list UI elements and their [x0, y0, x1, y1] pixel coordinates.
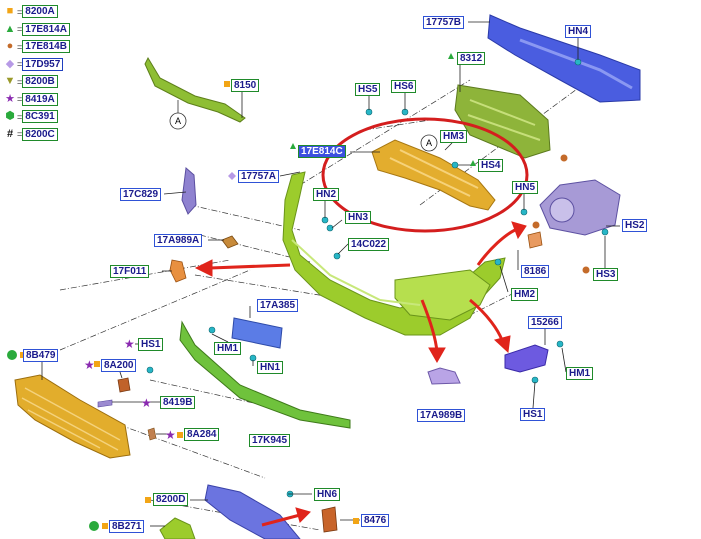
orange-square-icon: ■: [6, 5, 14, 18]
callout-hs5[interactable]: HS5: [355, 83, 381, 96]
lower-grille-8b479: [14, 374, 131, 459]
legend-code[interactable]: 17E814A: [22, 22, 70, 36]
bracket-17a989b: [427, 367, 461, 385]
view-letter: A: [426, 138, 432, 148]
green-hexagon-icon: ⬢: [5, 110, 15, 123]
lower-strip-8b271: [159, 517, 196, 539]
bumper-upper-support-bracket: [371, 139, 496, 211]
callout-17a989a[interactable]: 17A989A: [154, 234, 203, 247]
symbol-legend: ■ = 8200A ▲ = 17E814A ● = 17E814B ◆ = 17…: [3, 3, 83, 143]
callout-8a284[interactable]: 8A284: [184, 428, 220, 441]
bumper-cover: [282, 171, 506, 336]
callout-hs6[interactable]: HS6: [391, 80, 417, 93]
callout-hn6[interactable]: HN6: [314, 488, 341, 501]
clip-8a284: [147, 427, 157, 441]
callout-8150[interactable]: 8150: [231, 79, 260, 92]
callout-8419b[interactable]: 8419B: [160, 396, 196, 409]
legend-row: ▼ = 8200B: [3, 73, 83, 91]
view-a-marker-right: A: [420, 134, 438, 152]
fog-lamp-bezel-15266: [504, 344, 549, 373]
callout-hn5[interactable]: HN5: [512, 181, 539, 194]
callout-hs1[interactable]: HS1: [138, 338, 164, 351]
svg-text:★: ★: [141, 396, 152, 410]
view-a-marker-left: A: [169, 100, 187, 130]
red-arrows: [194, 221, 527, 527]
callout-hm2[interactable]: HM2: [511, 288, 539, 301]
legend-code[interactable]: 8419A: [22, 92, 58, 106]
callout-14c022[interactable]: 14C022: [348, 238, 390, 251]
brown-circle-icon: ●: [6, 40, 14, 53]
lower-grille-8200d: [204, 484, 301, 539]
view-letter: A: [175, 116, 181, 126]
callout-hm1-left[interactable]: HM1: [214, 342, 242, 355]
callout-markers: ★ ★ ★ ★: [7, 53, 590, 531]
callout-8b271[interactable]: 8B271: [109, 520, 145, 533]
svg-text:★: ★: [84, 358, 95, 372]
legend-row: # = 8200C: [3, 126, 83, 144]
callout-17757b[interactable]: 17757B: [423, 16, 465, 29]
leader-lines: [41, 21, 620, 527]
hash-icon: #: [6, 127, 14, 140]
legend-row: ★ = 8419A: [3, 91, 83, 109]
callout-17k945[interactable]: 17K945: [249, 434, 291, 447]
grille-upper-strip: [144, 56, 246, 123]
license-bracket-17a385: [231, 317, 283, 349]
callout-hn4[interactable]: HN4: [565, 25, 592, 38]
callout-hm3[interactable]: HM3: [440, 130, 468, 143]
callout-8b479[interactable]: 8B479: [23, 349, 59, 362]
legend-row: ⬢ = 8C391: [3, 108, 83, 126]
legend-row: ■ = 8200A: [3, 3, 83, 21]
side-trim-17c829: [181, 167, 197, 215]
legend-code[interactable]: 8200B: [22, 75, 58, 89]
legend-code[interactable]: 8C391: [22, 110, 58, 124]
callout-17757a[interactable]: 17757A: [238, 170, 280, 183]
callout-8476[interactable]: 8476: [361, 514, 390, 527]
legend-row: ● = 17E814B: [3, 38, 83, 56]
callout-hn1[interactable]: HN1: [257, 361, 284, 374]
upper-energy-absorber: [454, 84, 551, 159]
green-triangle-icon: ▲: [4, 22, 16, 35]
olive-triangle-down-icon: ▼: [4, 75, 16, 88]
callout-17e814c[interactable]: 17E814C: [298, 145, 346, 158]
callout-hs4[interactable]: HS4: [478, 159, 504, 172]
callout-17a989b[interactable]: 17A989B: [417, 409, 466, 422]
legend-code[interactable]: 17E814B: [22, 40, 70, 54]
highlight-ring: [321, 117, 529, 233]
svg-text:★: ★: [124, 337, 135, 351]
legend-row: ◆ = 17D957: [3, 56, 83, 74]
callout-8312[interactable]: 8312: [457, 52, 486, 65]
clip-8419b: [97, 399, 113, 408]
callout-8186[interactable]: 8186: [521, 265, 550, 278]
legend-code[interactable]: 8200A: [22, 5, 58, 19]
lower-grille-17k945: [179, 320, 351, 429]
callout-8200d[interactable]: 8200D: [153, 493, 189, 506]
purple-star-icon: ★: [5, 92, 15, 105]
callout-hn3[interactable]: HN3: [345, 211, 372, 224]
bumper-reinforcement-beam: [487, 14, 641, 103]
lilac-diamond-icon: ◆: [5, 57, 15, 70]
legend-code[interactable]: 8200C: [22, 127, 58, 141]
bracket-8186: [527, 231, 543, 249]
callout-17f011[interactable]: 17F011: [110, 265, 150, 278]
bracket-17f011: [169, 259, 187, 283]
callout-hn2[interactable]: HN2: [313, 188, 340, 201]
callout-15266[interactable]: 15266: [528, 316, 562, 329]
callout-8a200[interactable]: 8A200: [101, 359, 137, 372]
callout-hs3[interactable]: HS3: [593, 268, 619, 281]
legend-code[interactable]: 17D957: [22, 57, 64, 71]
callout-hm1-right[interactable]: HM1: [566, 367, 594, 380]
callout-hs1-right[interactable]: HS1: [520, 408, 546, 421]
callout-hs2[interactable]: HS2: [622, 219, 648, 232]
legend-row: ▲ = 17E814A: [3, 21, 83, 39]
callout-17c829[interactable]: 17C829: [120, 188, 162, 201]
headlamp-housing-right: [539, 179, 621, 236]
svg-text:★: ★: [165, 428, 176, 442]
bracket-17a989a: [221, 235, 239, 249]
bracket-8476: [321, 506, 338, 533]
bracket-8a200: [117, 377, 131, 393]
callout-17a385[interactable]: 17A385: [257, 299, 299, 312]
